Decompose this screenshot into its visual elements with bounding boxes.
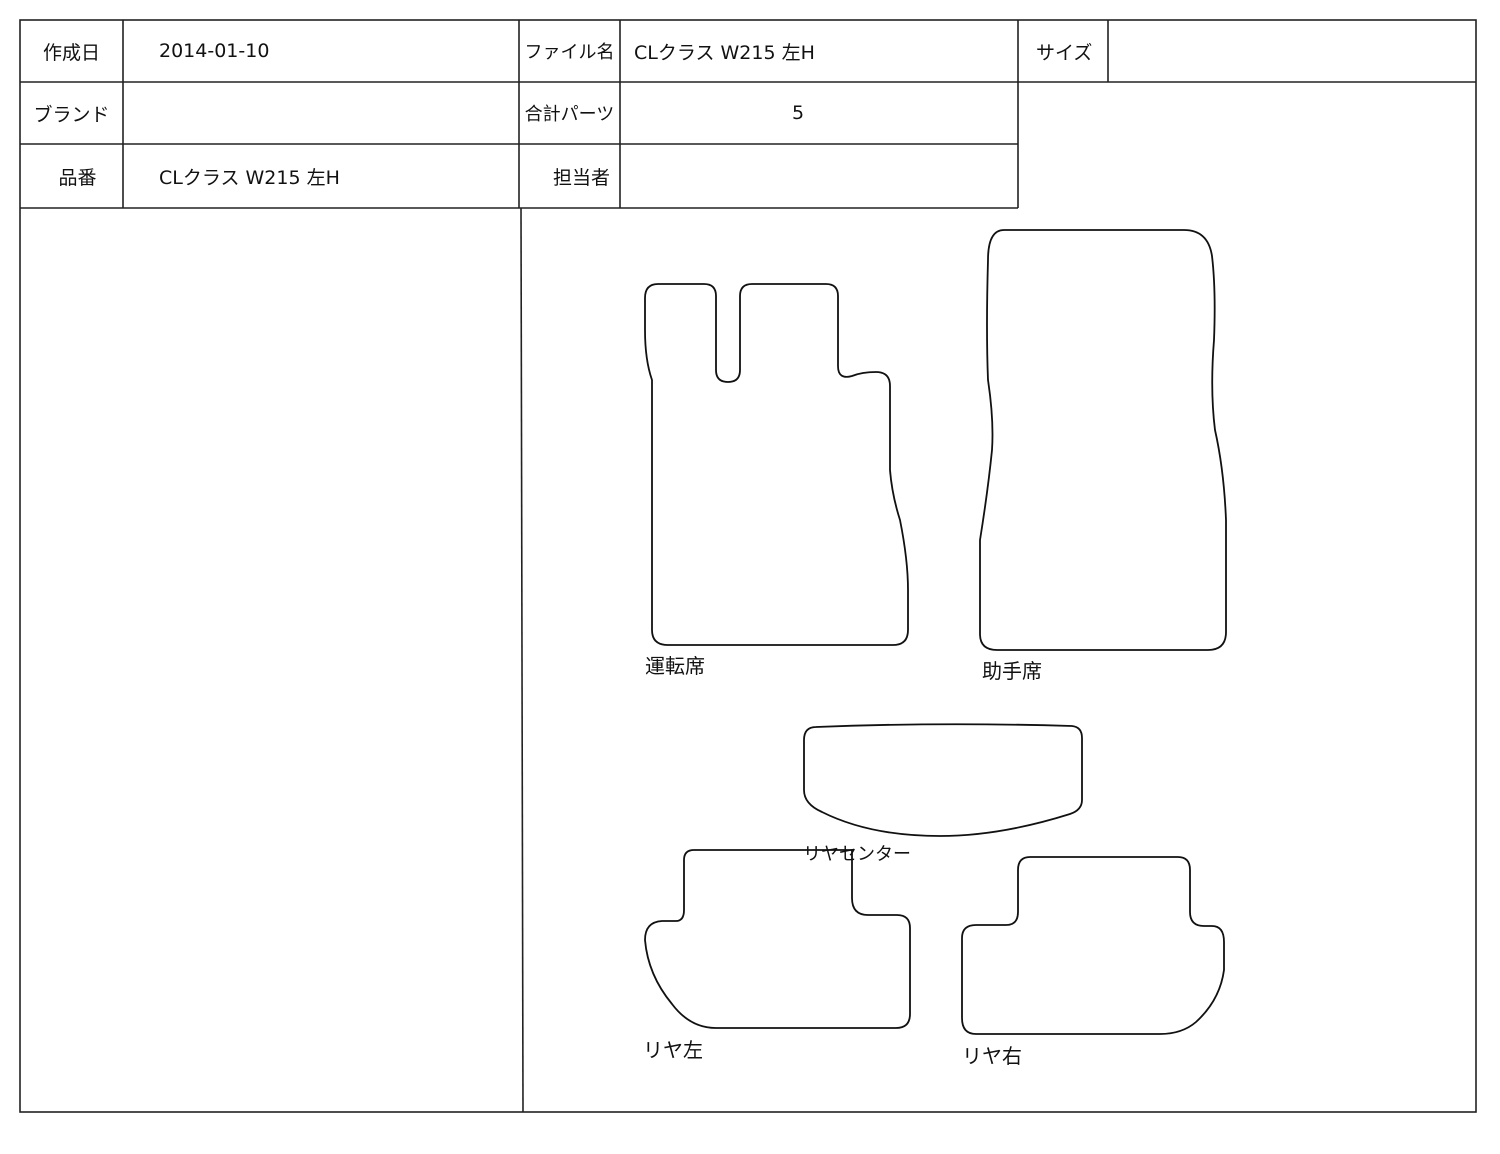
rear-left-mat-label: リヤ左 <box>643 1038 703 1062</box>
filename-value: CLクラス W215 左H <box>634 41 815 64</box>
rear-left-mat-outline <box>644 849 911 1029</box>
passenger-mat-label: 助手席 <box>982 659 1042 683</box>
person-in-charge-value <box>620 144 1018 208</box>
person-in-charge-label: 担当者 <box>552 166 610 189</box>
brand-label: ブランド <box>33 103 110 126</box>
rear-right-mat-outline <box>961 856 1225 1035</box>
driver-mat-label: 運転席 <box>645 654 705 678</box>
outer-frame <box>19 19 1477 1113</box>
rear-center-mat-label: リヤセンター <box>803 844 911 865</box>
size-label: サイズ <box>1036 41 1093 64</box>
rear-right-mat-label: リヤ右 <box>962 1044 1022 1068</box>
brand-value <box>123 82 519 144</box>
body-divider <box>520 207 524 1113</box>
filename-label: ファイル名 <box>524 42 615 63</box>
created-date-label: 作成日 <box>42 41 100 64</box>
created-date-value: 2014-01-10 <box>159 40 270 62</box>
total-parts-label: 合計パーツ <box>524 104 615 125</box>
passenger-mat-outline <box>979 229 1227 651</box>
driver-mat-outline <box>644 283 909 646</box>
part-number-label: 品番 <box>58 166 97 189</box>
total-parts-value: 5 <box>791 102 805 124</box>
part-number-value: CLクラス W215 左H <box>159 166 340 189</box>
size-value <box>1108 20 1476 82</box>
rear-center-mat-outline <box>803 723 1083 837</box>
